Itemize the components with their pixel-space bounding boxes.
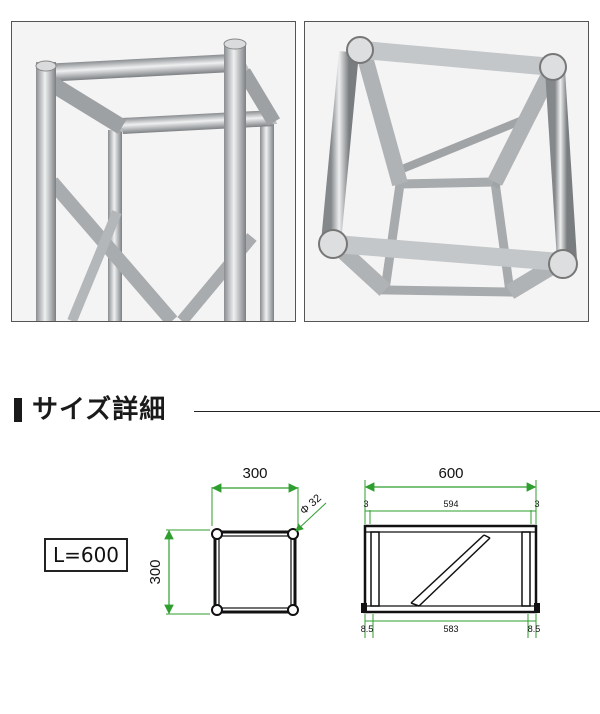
front-view: 300 300 Φ 32 [147, 465, 327, 616]
heading-bar [14, 398, 22, 422]
side-post-left [370, 531, 380, 607]
truss-photo-top [304, 21, 589, 322]
front-frame [213, 530, 297, 614]
inner-bottom-label: 583 [443, 624, 458, 634]
diameter-label: Φ 32 [298, 492, 324, 517]
inner-top-label: 594 [443, 499, 458, 509]
section-heading: サイズ詳細 [14, 394, 600, 430]
heading-rule [194, 411, 600, 412]
side-view: 600 594 3 3 583 8.5 8.5 [361, 465, 541, 638]
top-left-offset: 3 [363, 499, 368, 509]
bottom-left-offset: 8.5 [361, 624, 374, 634]
front-width-label: 300 [242, 465, 267, 482]
section-title: サイズ詳細 [32, 395, 167, 425]
dimension-drawing: 300 300 Φ 32 600 594 3 3 [147, 465, 541, 638]
bottom-right-offset: 8.5 [528, 624, 541, 634]
side-frame [363, 524, 538, 614]
overall-length-label: 600 [438, 465, 463, 482]
truss-photo-side [11, 21, 296, 322]
length-label: L=600 [44, 538, 128, 572]
chord-tube [211, 528, 223, 540]
chord-tube [211, 604, 223, 616]
top-right-offset: 3 [534, 499, 539, 509]
side-post-right [521, 531, 531, 607]
front-height-label: 300 [147, 559, 164, 584]
chord-tube [287, 604, 299, 616]
